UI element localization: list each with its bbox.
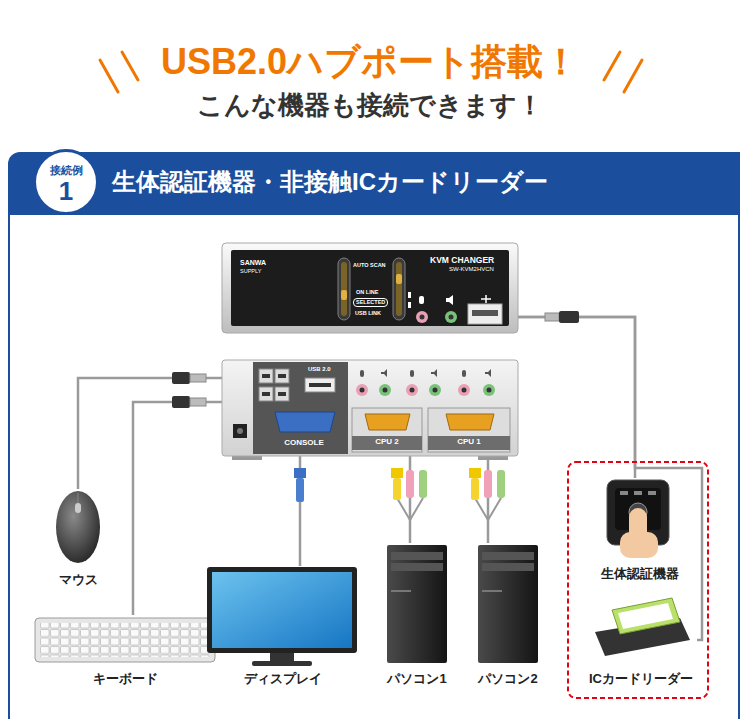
device-label: パソコン1 <box>387 671 446 687</box>
page-title: USB2.0ハブポート搭載！ <box>161 40 579 83</box>
video-audio-plugs <box>294 468 505 520</box>
device-label: マウス <box>59 572 98 588</box>
cable <box>78 378 222 489</box>
display: ディスプレイ <box>200 566 365 690</box>
port-label: USB 2.0 <box>308 366 331 373</box>
usb-plugs <box>172 311 579 408</box>
cpu-port: CPU 2 <box>352 408 422 452</box>
badge-number: 1 <box>59 176 73 207</box>
port-label: CPU 2 <box>375 437 399 447</box>
band-title: 生体認証機器・非接触ICカードリーダー <box>112 168 548 197</box>
monitor-drawing <box>207 567 357 666</box>
pc: パソコン2 <box>469 543 547 690</box>
example-badge: 接続例1 <box>33 149 99 215</box>
model-number: SW-KVM2HVCN <box>449 266 494 273</box>
brand-logo: SUPPLY <box>240 268 261 275</box>
led-label: USB LINK <box>355 310 381 317</box>
cable <box>518 317 635 478</box>
cpu-port: CPU 1 <box>428 408 510 452</box>
biometric-device: 生体認証機器 <box>588 478 692 588</box>
ic-reader-drawing <box>595 598 690 656</box>
device-label: パソコン2 <box>478 671 537 687</box>
device-label: ディスプレイ <box>244 671 322 687</box>
device-label: 生体認証機器 <box>601 566 679 582</box>
product-name: KVM CHANGER <box>430 255 494 265</box>
led-label: ON LINE <box>356 289 378 296</box>
keyboard: キーボード <box>30 615 220 692</box>
mouse-drawing <box>56 491 100 563</box>
cable <box>518 317 702 640</box>
device-label: キーボード <box>93 671 158 687</box>
header-band: 生体認証機器・非接触ICカードリーダー接続例1 <box>8 152 740 215</box>
brand-logo: SANWA <box>240 259 266 267</box>
pc: パソコン1 <box>378 543 456 690</box>
back-panel <box>222 360 518 460</box>
biometric-drawing <box>607 480 669 558</box>
kvm-back-panel: USB 2.0CONSOLE CPU 2 CPU 1 <box>222 358 518 460</box>
led-label: SELECTED <box>353 298 388 307</box>
subtitle: こんな機器も接続できます！ <box>197 90 543 121</box>
device-group-frame <box>568 462 708 698</box>
ic-card-reader: ICカードリーダー <box>585 595 697 690</box>
device-label: ICカードリーダー <box>589 671 693 687</box>
mouse: マウス <box>38 489 118 590</box>
content-frame <box>9 200 739 719</box>
kvm-front-panel: KVM CHANGERSW-KVM2HVCN <box>222 243 518 333</box>
led-label: AUTO SCAN <box>353 262 386 269</box>
front-panel <box>222 243 518 333</box>
port-label: CPU 1 <box>457 437 481 447</box>
port-label: CONSOLE <box>284 438 324 448</box>
console-port: CONSOLE <box>262 408 346 452</box>
badge-caption: 接続例 <box>50 164 83 177</box>
keyboard-drawing <box>35 618 215 662</box>
pc-towers <box>387 545 538 663</box>
